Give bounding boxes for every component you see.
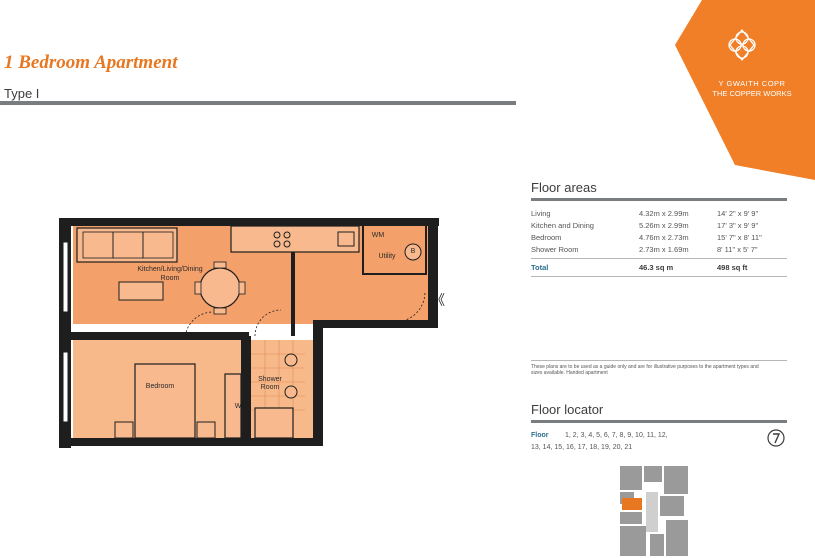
area-room-kitchen: Kitchen and Dining: [531, 221, 594, 230]
block-i: [666, 520, 688, 556]
area-metric-shower: 2.73m x 1.69m: [639, 245, 689, 254]
label-wm: WM: [371, 232, 385, 239]
basin-icon: [284, 385, 298, 399]
area-imperial-bedroom: 15' 7" x 8' 11": [717, 233, 762, 242]
door-swings: [184, 291, 426, 341]
area-room-shower: Shower Room: [531, 245, 579, 254]
area-total-label: Total: [531, 263, 549, 272]
floor-locator-heading: Floor locator: [531, 402, 604, 417]
label-utility: Utility: [378, 253, 396, 260]
boiler-icon: [404, 243, 422, 261]
area-imperial-living: 14' 2" x 9' 9": [717, 209, 759, 218]
block-a: [620, 466, 642, 490]
disclaimer-text: These plans are to be used as a guide on…: [531, 364, 759, 376]
wc-icon: [284, 353, 298, 367]
area-imperial-kitchen: 17' 3" x 9' 9": [717, 221, 759, 230]
area-metric-living: 4.32m x 2.99m: [639, 209, 689, 218]
block-e: [620, 512, 642, 524]
label-shower-line1: Shower: [258, 376, 282, 383]
block-b: [644, 466, 662, 482]
label-wardrobe: W: [234, 403, 242, 410]
dining-table-icon: [199, 267, 241, 309]
floor-label: Floor: [531, 432, 549, 439]
areas-total-divider: [531, 258, 787, 259]
entrance-arrow-icon: 《: [431, 292, 445, 308]
bedside-left-icon: [114, 421, 134, 439]
area-metric-bedroom: 4.76m x 2.73m: [639, 233, 689, 242]
label-boiler: B: [410, 248, 416, 255]
floor-list-line2: 13, 14, 15, 16, 17, 18, 19, 20, 21: [531, 444, 633, 451]
apartment-type: Type I: [4, 86, 40, 101]
label-kitchen-living-line1: Kitchen/Living/Dining: [137, 266, 203, 273]
hob-icon: [273, 231, 291, 248]
sofa-icon: [76, 227, 178, 263]
floor-areas-heading: Floor areas: [531, 180, 597, 195]
area-room-bedroom: Bedroom: [531, 233, 562, 242]
diamond-knot-icon: [728, 28, 756, 62]
block-c: [664, 466, 688, 494]
label-kitchen-living-line2: Room: [160, 275, 180, 282]
label-shower-line2: Room: [260, 384, 280, 391]
floor-locator-rule: [531, 420, 787, 423]
floor-list-line1: 1, 2, 3, 4, 5, 6, 7, 8, 9, 10, 11, 12,: [565, 432, 668, 439]
coffee-table-icon: [118, 281, 164, 301]
brand-logo: [675, 0, 815, 180]
area-total-metric: 46.3 sq m: [639, 263, 674, 272]
area-imperial-shower: 8' 11" x 5' 7": [717, 245, 758, 254]
bed-icon: [134, 363, 196, 439]
areas-bottom-divider: [531, 276, 787, 277]
floor-plan: [59, 218, 439, 448]
floor-locator-map: [620, 466, 688, 556]
block-g: [620, 526, 646, 556]
logo-line-welsh: Y GWAITH COPR: [718, 79, 786, 88]
windows: [62, 241, 69, 423]
north-arrow-icon: [767, 429, 785, 447]
core: [646, 492, 658, 532]
highlighted-apartment: [622, 498, 642, 510]
page-title: 1 Bedroom Apartment: [4, 52, 178, 73]
shower-tray-icon: [254, 407, 294, 439]
area-metric-kitchen: 5.26m x 2.99m: [639, 221, 689, 230]
label-bedroom: Bedroom: [145, 383, 175, 390]
bedside-right-icon: [196, 421, 216, 439]
block-h: [650, 534, 664, 556]
logo-line-english: THE COPPER WORKS: [712, 89, 792, 98]
sink-icon: [337, 231, 355, 247]
area-room-living: Living: [531, 209, 551, 218]
disclaimer-divider: [531, 360, 787, 361]
title-divider: [0, 101, 516, 105]
wardrobe-icon: [224, 373, 242, 439]
area-total-imperial: 498 sq ft: [717, 263, 748, 272]
block-f: [660, 496, 684, 516]
floor-areas-rule: [531, 198, 787, 201]
kitchen-counter: [230, 225, 360, 253]
